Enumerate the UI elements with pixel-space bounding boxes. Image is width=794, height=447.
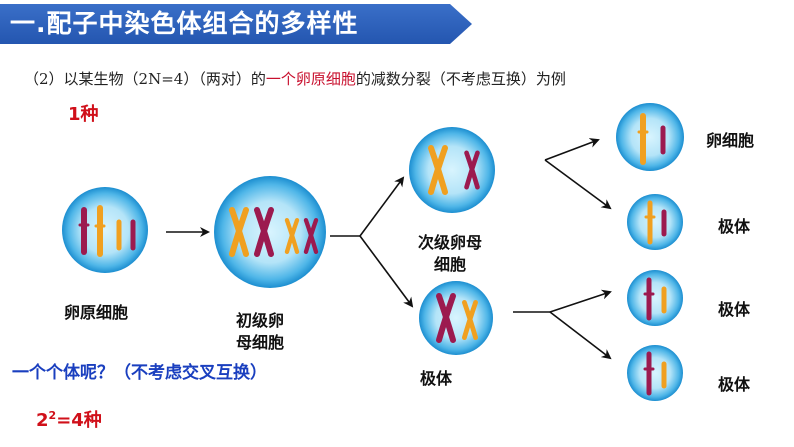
cell-polar-body-left <box>419 281 493 355</box>
label-primary-line2: 母细胞 <box>236 333 285 352</box>
label-polar-body-1: 极体 <box>718 217 751 236</box>
subtitle-text: （2）以某生物（2N=4）（两对）的一个卵原细胞的减数分裂（不考虑互换）为例 <box>24 68 566 89</box>
chromosomes-egg <box>637 113 666 165</box>
result-rest: =4种 <box>56 410 102 431</box>
cell-egg <box>616 103 684 171</box>
chromosomes-polar-2 <box>643 277 667 321</box>
label-secondary-oocyte: 次级卵母 细胞 <box>418 232 482 276</box>
chromosomes-polar-3 <box>643 351 667 396</box>
label-polar-body-2: 极体 <box>718 300 751 319</box>
cell-polar-body-3 <box>627 345 683 401</box>
result-individual: 22=4种 <box>36 405 102 432</box>
label-secondary-line2: 细胞 <box>434 255 467 274</box>
chromosomes-oogonium <box>78 205 136 257</box>
result-one-kind: 1种 <box>68 104 99 125</box>
label-egg-cell: 卵细胞 <box>706 131 755 150</box>
result-exponent: 2 <box>48 409 57 422</box>
cell-polar-body-1 <box>627 194 683 250</box>
cell-polar-body-2 <box>627 270 683 326</box>
label-primary-line1: 初级卵 <box>236 311 285 330</box>
section-title: 一.配子中染色体组合的多样性 <box>10 9 359 38</box>
label-primary-oocyte: 初级卵 母细胞 <box>236 310 284 354</box>
question-individual: 一个个体呢？（不考虑交叉互换） <box>12 363 267 383</box>
subtitle-highlight: 一个卵原细胞 <box>265 70 356 88</box>
section-banner: 一.配子中染色体组合的多样性 <box>0 4 472 44</box>
label-polar-body-left: 极体 <box>420 369 453 388</box>
chromosomes-polar-1 <box>644 200 667 245</box>
subtitle-suffix: 的减数分裂（不考虑互换）为例 <box>355 70 566 88</box>
subtitle-prefix: （2）以某生物（2N=4）（两对）的 <box>24 70 266 88</box>
result-base: 2 <box>36 410 49 431</box>
label-polar-body-3: 极体 <box>718 375 751 394</box>
cell-secondary-oocyte <box>409 127 495 213</box>
label-oogonium: 卵原细胞 <box>64 303 129 322</box>
cell-primary-oocyte <box>214 176 326 288</box>
label-secondary-line1: 次级卵母 <box>418 233 483 252</box>
arrows <box>166 138 612 360</box>
